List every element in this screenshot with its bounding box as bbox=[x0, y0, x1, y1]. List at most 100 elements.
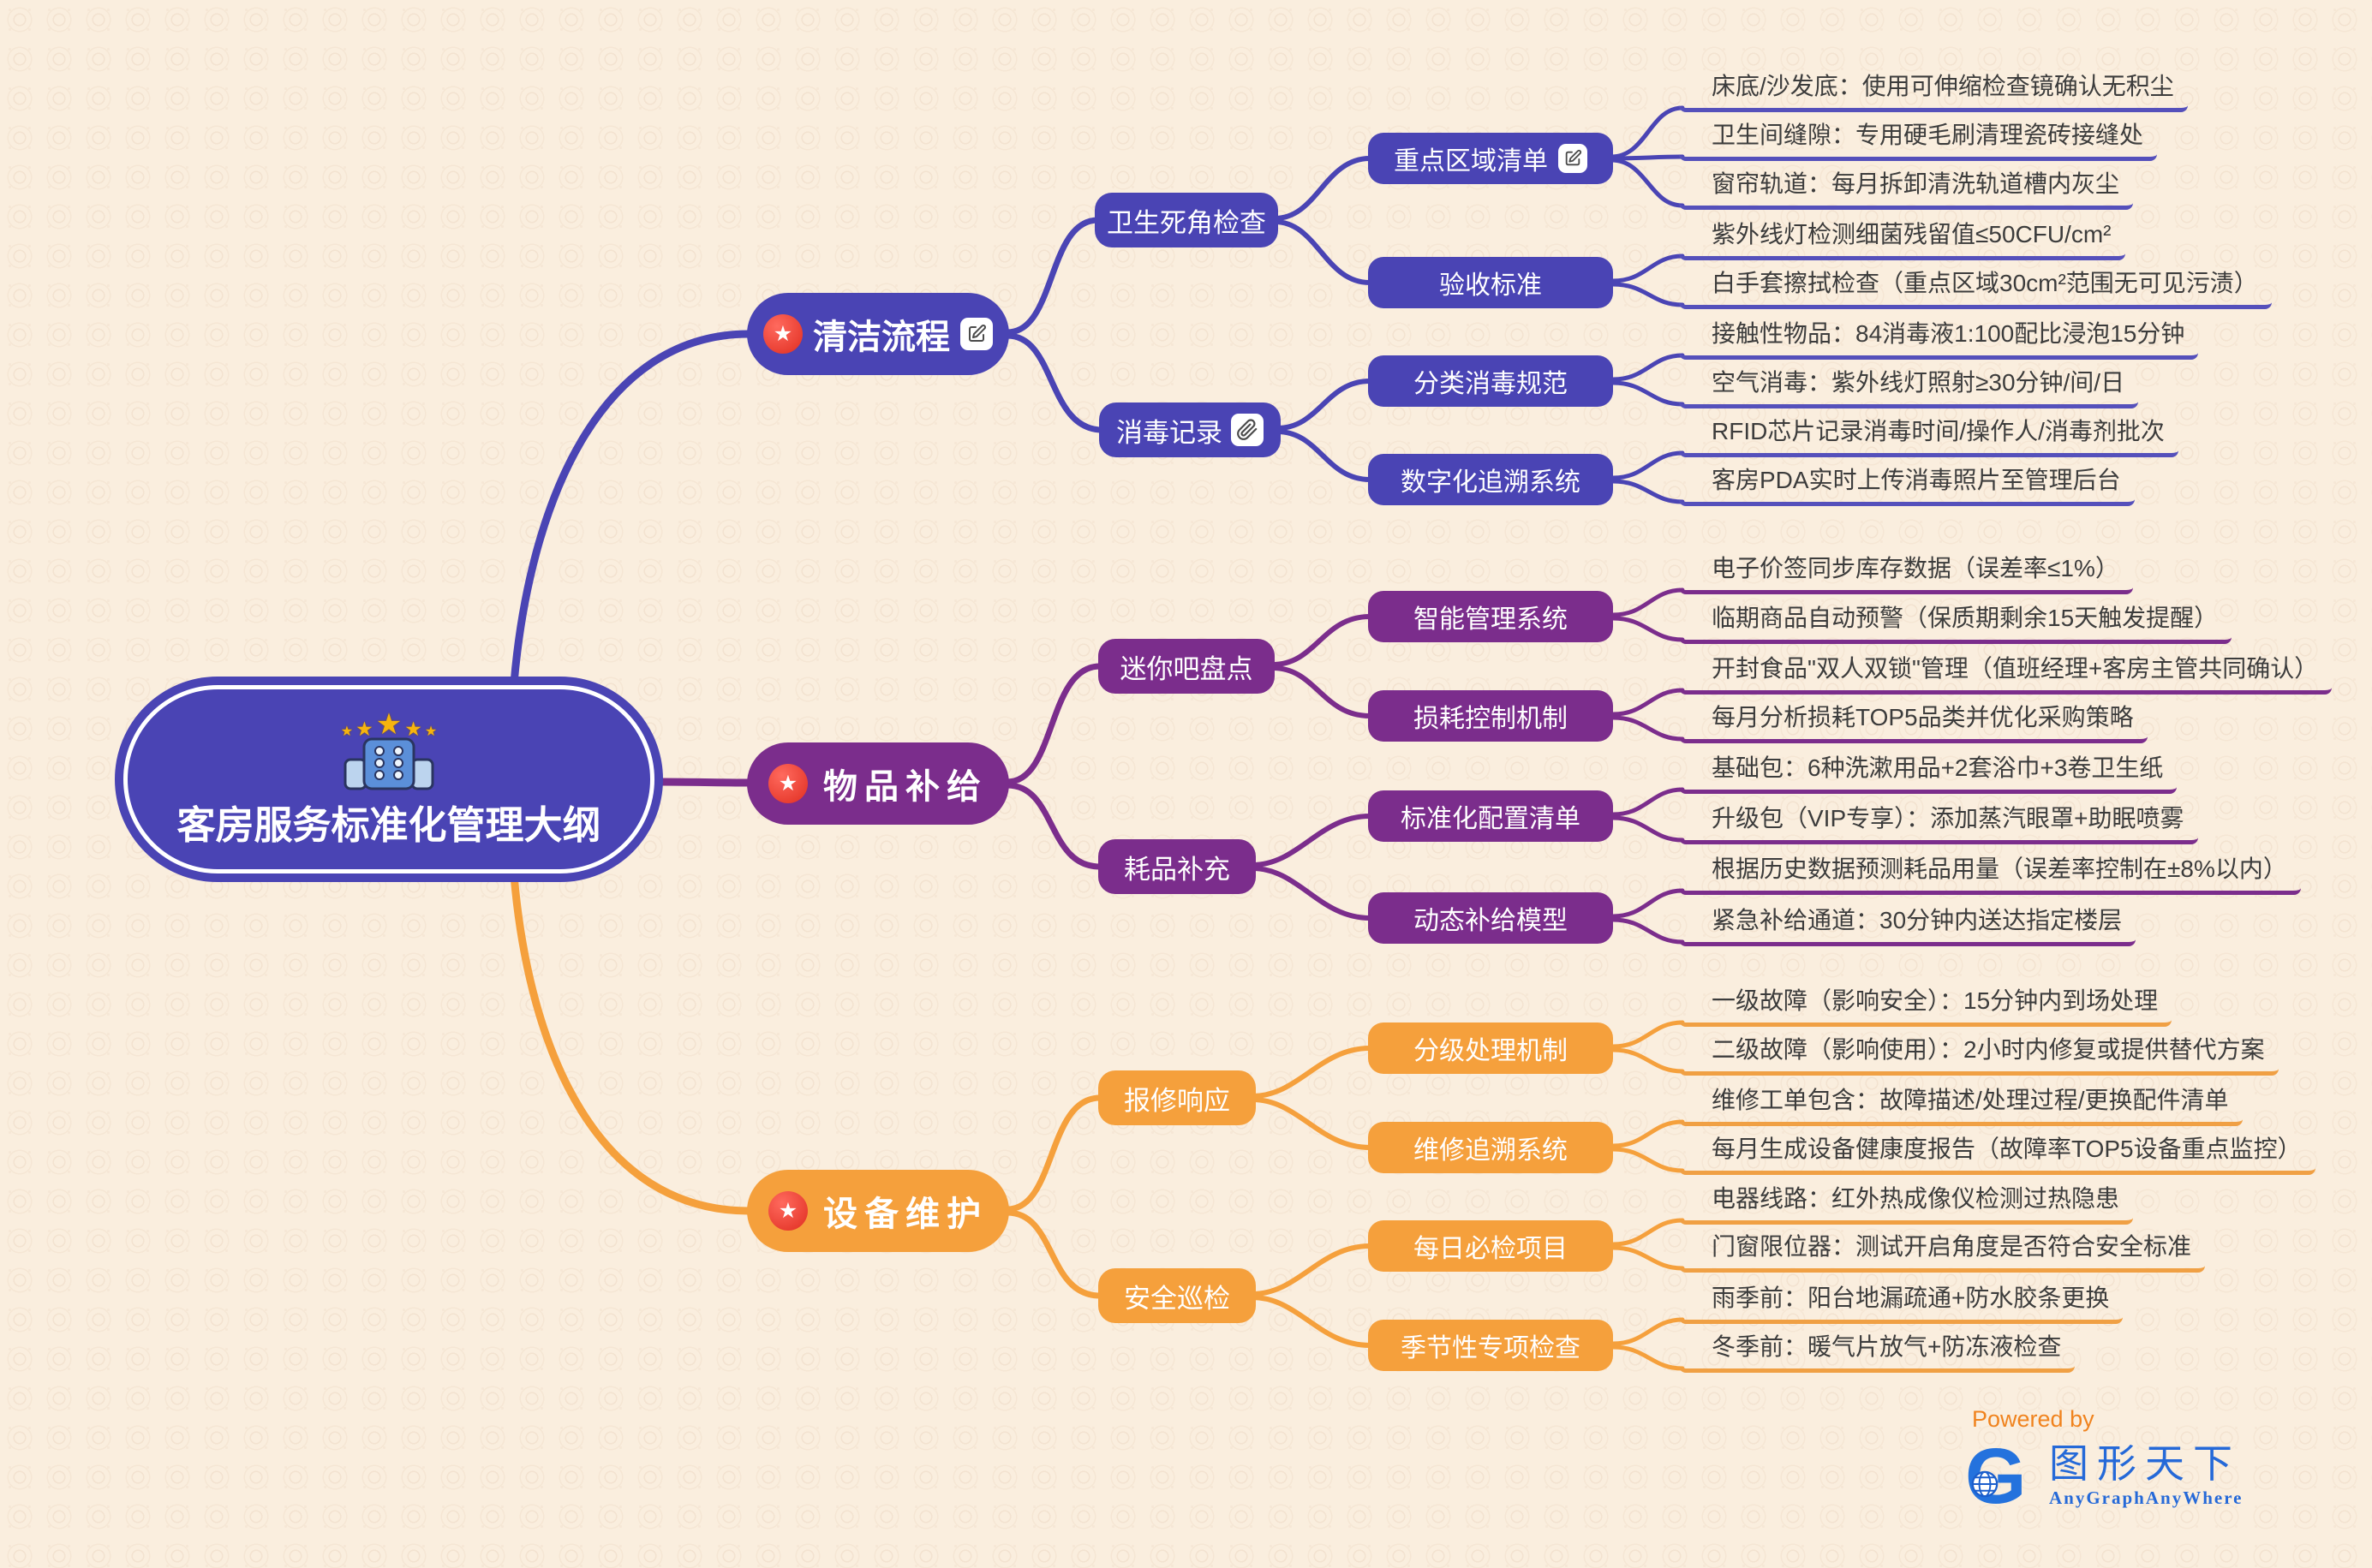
edit-note-icon[interactable] bbox=[1558, 144, 1587, 173]
leaf-note[interactable]: 每月生成设备健康度报告（故障率TOP5设备重点监控） bbox=[1679, 1133, 2315, 1175]
hotel-building-stars-icon: ★★★★★ bbox=[325, 710, 453, 792]
node-digital-traceability-system[interactable]: 数字化追溯系统 bbox=[1368, 454, 1613, 505]
leaf-note[interactable]: 根据历史数据预测耗品用量（误差率控制在±8%以内） bbox=[1679, 853, 2301, 895]
star-badge-icon: ★ bbox=[768, 1191, 808, 1231]
paperclip-icon[interactable] bbox=[1231, 414, 1264, 446]
connector-line bbox=[1275, 379, 1372, 431]
leaf-note[interactable]: 客房PDA实时上传消毒照片至管理后台 bbox=[1679, 464, 2135, 506]
node-minibar-inventory[interactable]: 迷你吧盘点 bbox=[1098, 639, 1275, 694]
globe-icon bbox=[1971, 1470, 1999, 1498]
node-hygiene-dead-corner-inspection[interactable]: 卫生死角检查 bbox=[1095, 193, 1278, 247]
central-topic-title: 客房服务标准化管理大纲 bbox=[176, 802, 601, 847]
leaf-note[interactable]: 一级故障（影响安全）：15分钟内到场处理 bbox=[1679, 985, 2172, 1027]
connector-line bbox=[1270, 665, 1372, 718]
connector-line bbox=[1275, 429, 1372, 482]
connector-line bbox=[1610, 1147, 1685, 1173]
star-badge-icon: ★ bbox=[763, 314, 803, 354]
edit-note-icon[interactable] bbox=[960, 318, 993, 350]
node-standard-config-list[interactable]: 标准化配置清单 bbox=[1368, 790, 1613, 842]
connector-line bbox=[1610, 253, 1685, 283]
leaf-note[interactable]: 紧急补给通道：30分钟内送达指定楼层 bbox=[1679, 904, 2136, 946]
brand-subtitle: AnyGraphAnyWhere bbox=[2049, 1487, 2244, 1508]
node-label: 季节性专项检查 bbox=[1401, 1334, 1580, 1362]
connector-line bbox=[1609, 105, 1685, 159]
leaf-note[interactable]: 维修工单包含：故障描述/处理过程/更换配件清单 bbox=[1679, 1084, 2243, 1126]
leaf-note[interactable]: RFID芯片记录消毒时间/操作人/消毒剂批次 bbox=[1679, 415, 2178, 457]
leaf-note[interactable]: 电子价签同步库存数据（误差率≤1%） bbox=[1679, 552, 2133, 594]
leaf-note[interactable]: 门窗限位器：测试开启角度是否符合安全标准 bbox=[1679, 1231, 2206, 1273]
node-label: 损耗控制机制 bbox=[1413, 705, 1568, 733]
branch-label: 物品补给 bbox=[823, 768, 988, 806]
connector-line bbox=[510, 330, 753, 688]
central-topic[interactable]: ★★★★★ 客房服务标准化管理大纲 bbox=[115, 677, 663, 882]
node-label: 维修追溯系统 bbox=[1413, 1136, 1568, 1165]
node-smart-management-system[interactable]: 智能管理系统 bbox=[1368, 591, 1613, 642]
node-label: 数字化追溯系统 bbox=[1401, 468, 1580, 497]
node-tiered-handling-mechanism[interactable]: 分级处理机制 bbox=[1368, 1022, 1613, 1074]
connector-line bbox=[1250, 814, 1372, 867]
connector-line bbox=[1610, 479, 1685, 504]
connector-line bbox=[1250, 1243, 1372, 1297]
node-label: 动态补给模型 bbox=[1413, 907, 1568, 935]
connector-line bbox=[1610, 1317, 1685, 1346]
branch-supply-replenishment[interactable]: ★ 物品补给 bbox=[747, 742, 1009, 825]
leaf-note[interactable]: 升级包（VIP专享）：添加蒸汽眼罩+助眠喷雾 bbox=[1679, 802, 2198, 844]
node-consumable-replenishment[interactable]: 耗品补充 bbox=[1098, 839, 1256, 894]
node-disinfection-record[interactable]: 消毒记录 bbox=[1099, 402, 1281, 457]
leaf-note[interactable]: 接触性物品：84消毒液1:100配比浸泡15分钟 bbox=[1679, 318, 2199, 360]
connector-line bbox=[1272, 219, 1372, 285]
node-label: 标准化配置清单 bbox=[1401, 805, 1580, 833]
node-label: 报修响应 bbox=[1124, 1085, 1230, 1116]
connector-line bbox=[1250, 1097, 1372, 1150]
connector-line bbox=[1270, 614, 1372, 667]
node-label: 重点区域清单 bbox=[1394, 147, 1548, 176]
node-loss-control-mechanism[interactable]: 损耗控制机制 bbox=[1368, 690, 1613, 742]
leaf-note[interactable]: 临期商品自动预警（保质期剩余15天触发提醒） bbox=[1679, 602, 2232, 644]
node-dynamic-supply-model[interactable]: 动态补给模型 bbox=[1368, 892, 1613, 944]
leaf-note[interactable]: 窗帘轨道：每月拆卸清洗轨道槽内灰尘 bbox=[1679, 168, 2134, 210]
leaf-note[interactable]: 二级故障（影响使用）：2小时内修复或提供替代方案 bbox=[1679, 1034, 2279, 1076]
connector-line bbox=[1610, 1218, 1685, 1247]
leaf-note[interactable]: 电器线路：红外热成像仪检测过热隐患 bbox=[1679, 1183, 2134, 1225]
leaf-note[interactable]: 开封食品"双人双锁"管理（值班经理+客房主管共同确认） bbox=[1679, 653, 2333, 695]
connector-line bbox=[1610, 715, 1685, 742]
leaf-note[interactable]: 基础包：6种洗漱用品+2套浴巾+3卷卫生纸 bbox=[1679, 752, 2178, 794]
node-seasonal-special-inspection[interactable]: 季节性专项检查 bbox=[1368, 1320, 1613, 1371]
rating-stars-icon: ★★★★★ bbox=[340, 707, 438, 741]
connector-line bbox=[1004, 332, 1106, 433]
leaf-note[interactable]: 每月分析损耗TOP5品类并优化采购策略 bbox=[1679, 701, 2148, 743]
leaf-note[interactable]: 冬季前：暖气片放气+防冻液检查 bbox=[1679, 1331, 2076, 1373]
powered-by-label: Powered by bbox=[1972, 1406, 2094, 1432]
node-acceptance-standard[interactable]: 验收标准 bbox=[1368, 257, 1613, 308]
leaf-note[interactable]: 紫外线灯检测细菌残留值≤50CFU/cm² bbox=[1679, 218, 2125, 260]
node-label: 安全巡检 bbox=[1124, 1283, 1230, 1314]
connector-line bbox=[1610, 1344, 1685, 1371]
node-label: 迷你吧盘点 bbox=[1120, 653, 1253, 684]
leaf-note[interactable]: 雨季前：阳台地漏疏通+防水胶条更换 bbox=[1679, 1282, 2124, 1324]
connector-line bbox=[1609, 154, 1685, 161]
connector-line bbox=[1004, 663, 1103, 785]
branch-label: 清洁流程 bbox=[813, 319, 950, 356]
node-classified-disinfection-standard[interactable]: 分类消毒规范 bbox=[1368, 355, 1613, 407]
connector-line bbox=[1610, 1047, 1685, 1074]
node-repair-response[interactable]: 报修响应 bbox=[1098, 1070, 1256, 1125]
connector-line bbox=[1004, 1094, 1103, 1213]
node-repair-traceability-system[interactable]: 维修追溯系统 bbox=[1368, 1122, 1613, 1173]
node-daily-check-items[interactable]: 每日必检项目 bbox=[1368, 1220, 1613, 1272]
connector-line bbox=[1610, 450, 1685, 480]
connector-line bbox=[1250, 1046, 1372, 1099]
node-safety-patrol[interactable]: 安全巡检 bbox=[1098, 1268, 1256, 1323]
connector-line bbox=[1610, 616, 1685, 642]
leaf-note[interactable]: 卫生间缝隙：专用硬毛刷清理瓷砖接缝处 bbox=[1679, 119, 2158, 161]
leaf-note[interactable]: 床底/沙发底：使用可伸缩检查镜确认无积尘 bbox=[1679, 70, 2188, 112]
leaf-note[interactable]: 空气消毒：紫外线灯照射≥30分钟/间/日 bbox=[1679, 367, 2139, 408]
node-key-area-checklist[interactable]: 重点区域清单 bbox=[1368, 133, 1613, 184]
branch-equipment-maintenance[interactable]: ★ 设备维护 bbox=[747, 1170, 1009, 1252]
brand-logo[interactable]: G 图形天下 AnyGraphAnyWhere bbox=[1965, 1437, 2243, 1516]
node-label: 分级处理机制 bbox=[1413, 1037, 1568, 1065]
node-label: 卫生死角检查 bbox=[1107, 207, 1266, 238]
connector-line bbox=[1250, 1295, 1372, 1348]
leaf-note[interactable]: 白手套擦拭检查（重点区域30cm²范围无可见污渍） bbox=[1679, 267, 2272, 309]
branch-cleaning-process[interactable]: ★ 清洁流程 bbox=[747, 293, 1009, 375]
